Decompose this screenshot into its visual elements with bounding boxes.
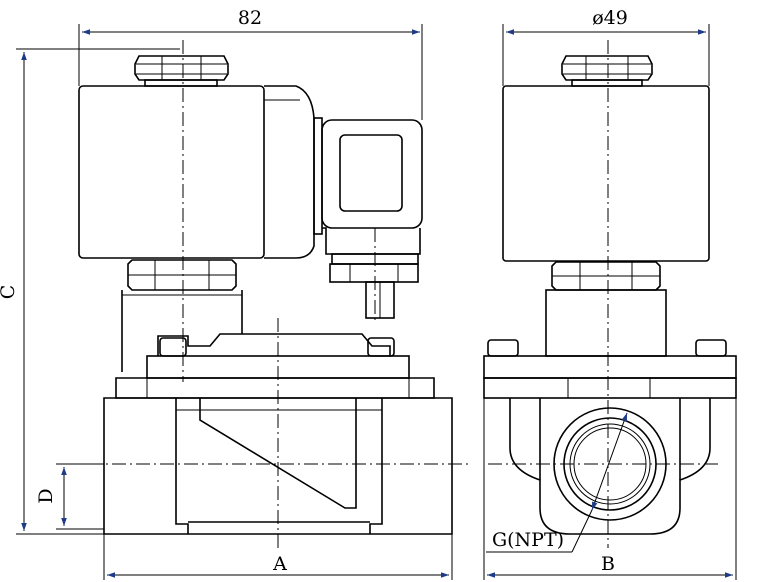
dimension-diameter-49: ø49 xyxy=(502,7,710,86)
dimension-c-label: C xyxy=(0,285,19,300)
side-coil xyxy=(502,85,710,262)
dimension-d: D xyxy=(35,463,104,530)
side-view xyxy=(483,40,737,548)
stem-tube xyxy=(121,290,243,372)
dimension-82: 82 xyxy=(78,7,423,120)
solenoid-coil xyxy=(78,85,323,259)
dimension-diameter-label: ø49 xyxy=(592,7,628,29)
connector-plug xyxy=(321,119,423,319)
side-body xyxy=(509,398,711,535)
dimension-b-label: B xyxy=(601,553,615,575)
dimension-b: B xyxy=(483,398,737,580)
body-hex-nut xyxy=(127,259,237,291)
side-bonnet xyxy=(483,289,737,399)
dimension-thread: G(NPT) xyxy=(486,412,628,553)
dimension-82-label: 82 xyxy=(238,7,262,29)
dimension-thread-label: G(NPT) xyxy=(492,529,564,551)
dimension-d-label: D xyxy=(35,488,57,503)
side-hex-nut xyxy=(551,261,661,291)
dimension-a-label: A xyxy=(272,553,287,575)
valve-body xyxy=(103,397,453,535)
front-view xyxy=(64,40,470,548)
bonnet xyxy=(115,333,435,399)
dimension-c: C xyxy=(0,48,180,535)
side-top-nut xyxy=(561,55,653,87)
dimension-a: A xyxy=(103,534,453,580)
coil-top-nut xyxy=(134,55,229,87)
